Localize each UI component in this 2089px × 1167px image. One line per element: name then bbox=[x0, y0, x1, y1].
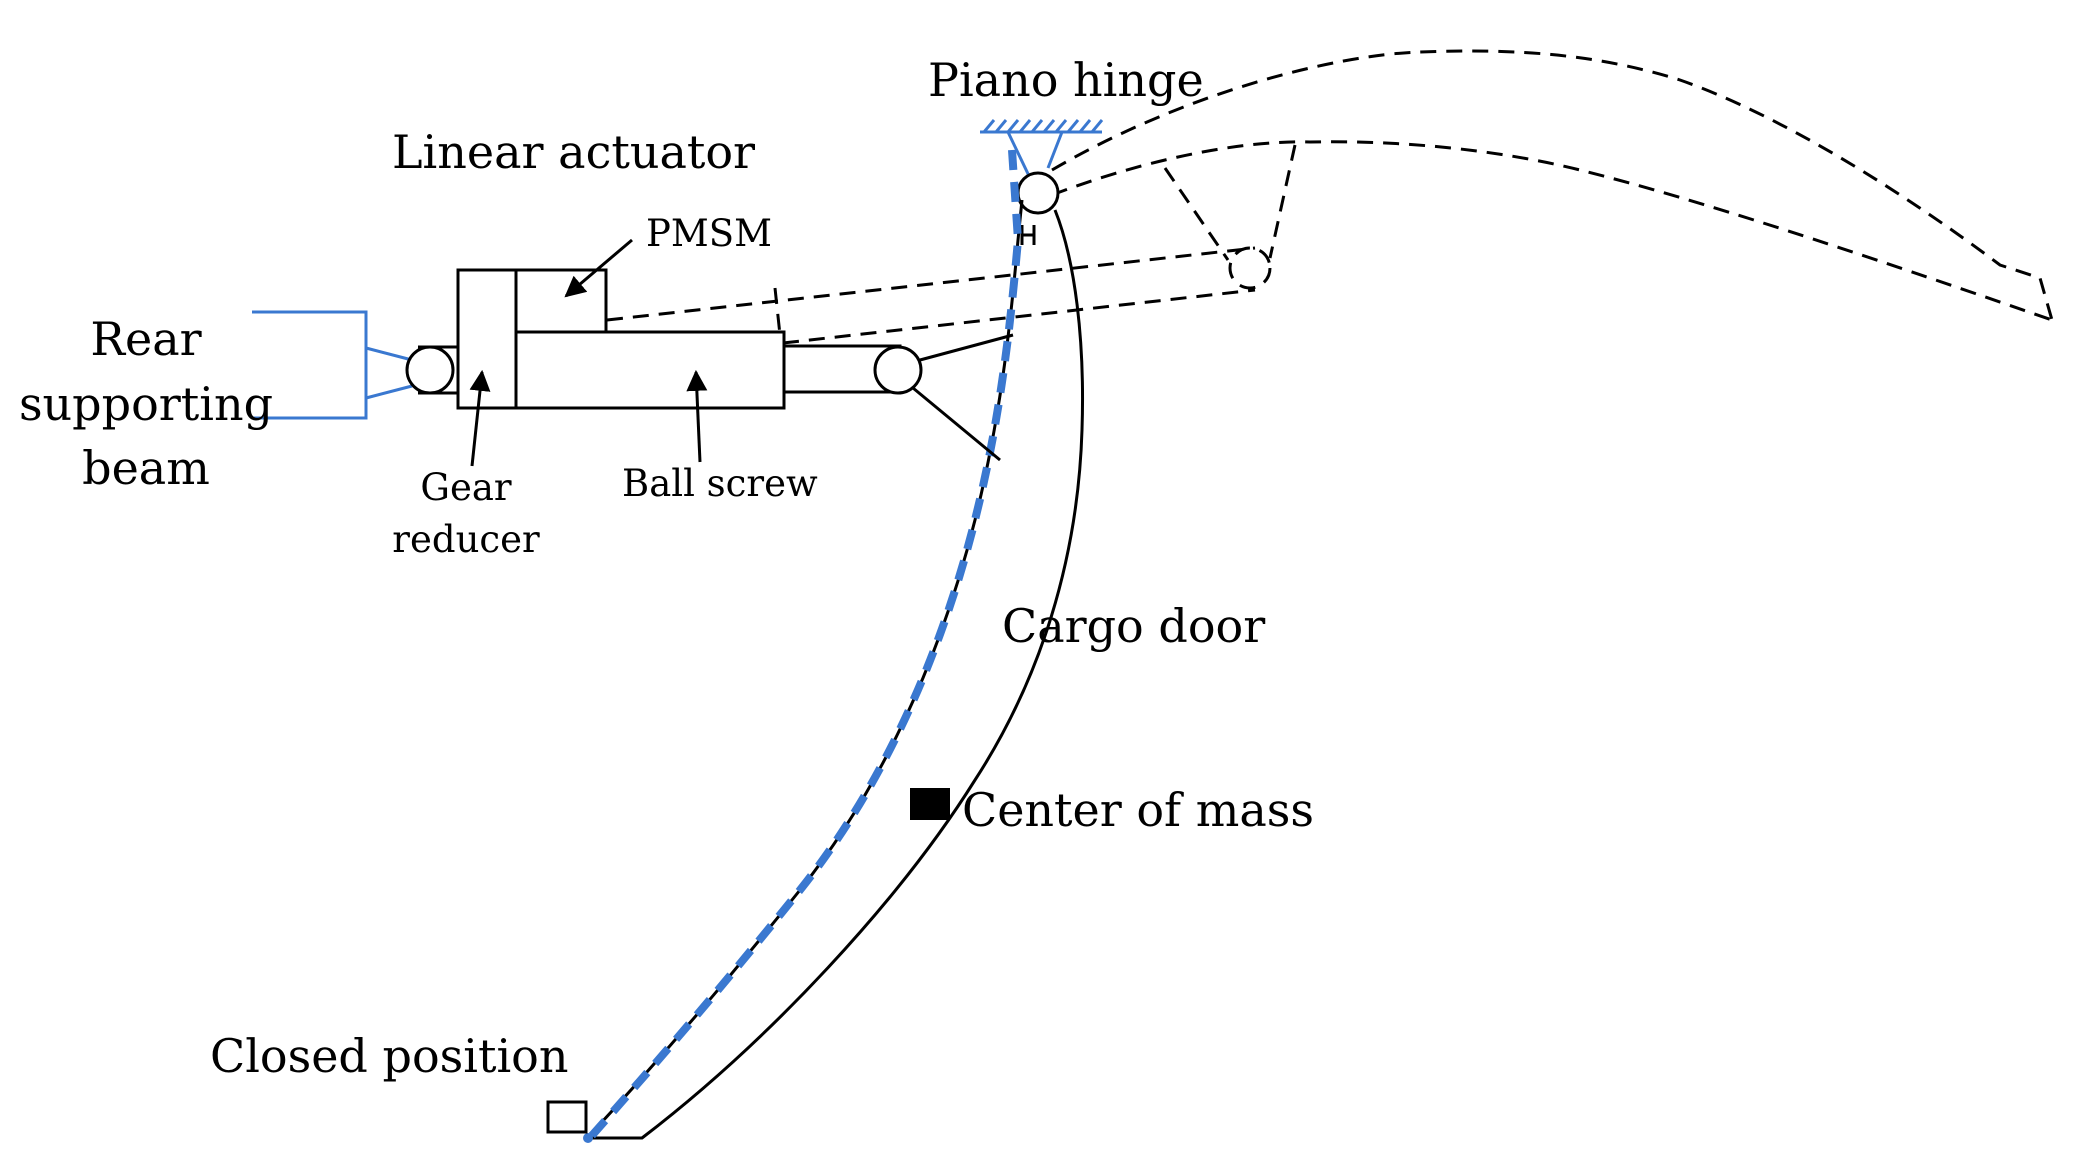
door-swing-trajectory bbox=[585, 149, 1023, 1143]
labels: Piano hinge Linear actuator PMSM Rear su… bbox=[19, 53, 1314, 1083]
open-door-inner-edge bbox=[1051, 140, 2053, 322]
gear-reducer-label-line1: Gear bbox=[420, 466, 512, 509]
actuator-extended-cap bbox=[773, 287, 782, 336]
pmsm-block bbox=[514, 268, 608, 334]
rear-beam-label-line2: supporting bbox=[19, 377, 273, 431]
gear-reducer-label-line2: reducer bbox=[392, 518, 540, 561]
open-brace-left bbox=[1163, 167, 1230, 261]
closed-position-label: Closed position bbox=[210, 1029, 568, 1083]
rear-beam-label-line1: Rear bbox=[90, 312, 201, 366]
pmsm-arrow bbox=[564, 238, 633, 298]
hinge-strut-left bbox=[1006, 131, 1032, 179]
open-door-outline bbox=[606, 49, 2054, 345]
door-link-lower bbox=[912, 386, 1001, 462]
rear-beam-label-line3: beam bbox=[82, 441, 210, 495]
beam-bracket bbox=[252, 310, 368, 420]
actuator-extended-upper bbox=[606, 246, 1256, 322]
closed-position-marker bbox=[546, 1100, 588, 1134]
cargo-door-label: Cargo door bbox=[1002, 599, 1265, 653]
closed-door bbox=[588, 199, 1085, 1140]
center-of-mass-marker bbox=[910, 788, 950, 820]
beam-link-lower bbox=[365, 384, 413, 400]
actuator-extended-lower bbox=[782, 288, 1256, 345]
pmsm-label: PMSM bbox=[646, 212, 772, 255]
open-door-outer-edge bbox=[1051, 49, 2054, 321]
piano-hinge bbox=[980, 119, 1104, 179]
gear-reducer-arrow bbox=[469, 369, 491, 467]
leader-arrows bbox=[469, 238, 708, 467]
trajectory-end-dot bbox=[583, 1133, 593, 1143]
linear-actuator-label: Linear actuator bbox=[392, 125, 755, 179]
hinge-hatching bbox=[982, 119, 1104, 133]
open-brace-right bbox=[1268, 144, 1297, 259]
ball-screw-label: Ball screw bbox=[622, 462, 818, 505]
rear-supporting-beam bbox=[252, 310, 413, 420]
closed-door-outer-edge bbox=[590, 209, 1085, 1140]
ball-screw-housing bbox=[514, 330, 786, 410]
closed-door-inner-edge bbox=[588, 199, 1024, 1137]
rod-end-circle bbox=[873, 345, 923, 395]
rear-mount-circle bbox=[405, 345, 455, 395]
ball-screw-arrow bbox=[686, 369, 708, 463]
hinge-strut-right bbox=[1046, 131, 1064, 169]
linear-actuator bbox=[405, 268, 1014, 462]
open-lug-circle bbox=[1228, 246, 1272, 290]
gear-reducer-block bbox=[456, 268, 518, 410]
center-of-mass-label: Center of mass bbox=[962, 783, 1314, 837]
piano-hinge-label: Piano hinge bbox=[928, 53, 1204, 107]
beam-link-upper bbox=[365, 346, 413, 362]
door-link-upper bbox=[919, 333, 1014, 362]
hinge-pivot-circle bbox=[1016, 171, 1060, 215]
